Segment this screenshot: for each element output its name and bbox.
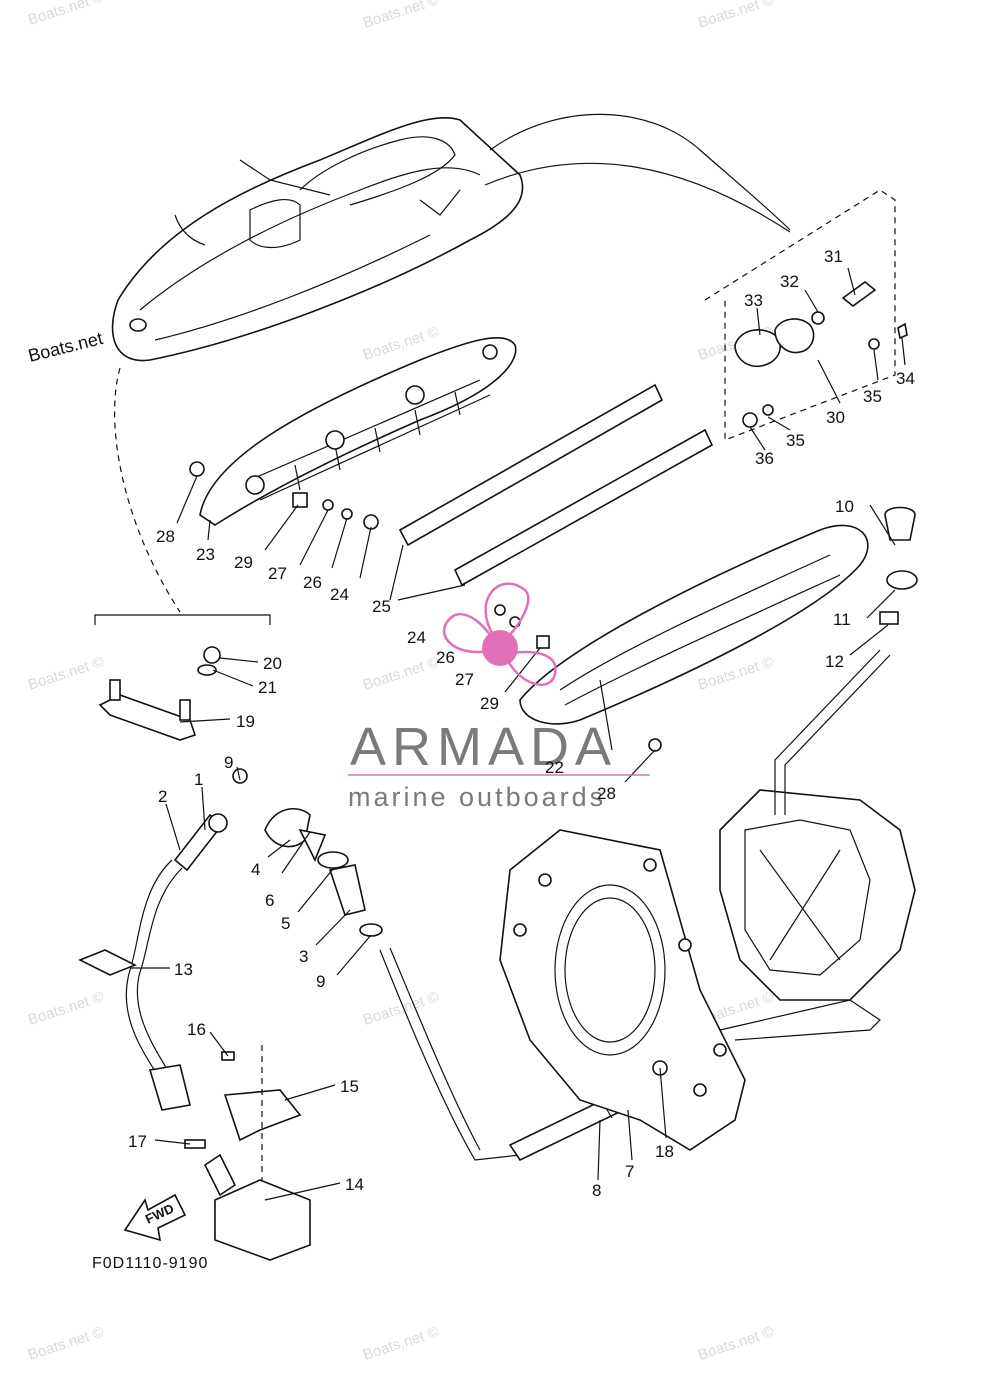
watermark: Boats.net © — [26, 1323, 106, 1363]
group-outline — [704, 189, 896, 441]
logo-name: ARMADA — [350, 717, 617, 777]
armada-logo: ARMADA marine outboards — [348, 582, 650, 812]
callout-label: 2 — [158, 787, 167, 806]
watermark: Boats.net © — [361, 653, 441, 693]
callout-label: 8 — [592, 1181, 601, 1200]
callout-label: 4 — [251, 860, 260, 879]
inlet-pipe — [203, 1153, 237, 1197]
callout-label: 27 — [268, 564, 287, 583]
callout-label: 25 — [372, 597, 391, 616]
callout-label: 6 — [265, 891, 274, 910]
jet-pump-housing — [719, 649, 916, 1041]
callout-label: 23 — [196, 545, 215, 564]
callout-label: 29 — [480, 694, 499, 713]
callout-label: 10 — [835, 497, 854, 516]
logo-tagline: marine outboards — [348, 782, 606, 812]
callout-label: 24 — [330, 585, 349, 604]
nut-20 — [203, 646, 221, 664]
leader-curve — [484, 162, 791, 233]
watermark: Boats.net © — [361, 988, 441, 1028]
callout-label: 27 — [455, 670, 474, 689]
washer-21 — [197, 664, 217, 676]
part-code: F0D1110-9190 — [92, 1255, 208, 1272]
callout-label: 11 — [833, 610, 851, 629]
callout-label: 17 — [128, 1132, 147, 1151]
callout-label: 30 — [826, 408, 845, 427]
group-outline — [94, 614, 271, 625]
callout-label: 35 — [786, 431, 805, 450]
callout-label: 31 — [824, 247, 843, 266]
callout-label: 1 — [194, 770, 203, 789]
callout-label: 21 — [258, 678, 277, 697]
callout-label: 28 — [597, 784, 616, 803]
hoses-left — [78, 768, 521, 1161]
leader-curve — [113, 367, 181, 613]
callout-label: 12 — [825, 652, 844, 671]
water-box-14 — [214, 1179, 311, 1261]
callout-label: 20 — [263, 654, 282, 673]
watermark: Boats.net © — [361, 0, 441, 32]
bracket-stub — [179, 699, 191, 721]
callout-label: 19 — [236, 712, 255, 731]
plate-upper — [398, 383, 664, 547]
callout-label: 3 — [299, 947, 308, 966]
watermark: Boats.net © — [696, 0, 776, 32]
callout-label: 18 — [655, 1142, 674, 1161]
leader-lines — [130, 267, 906, 1201]
watermark: Boats.net © — [696, 1323, 776, 1363]
watermark: Boats.net © — [26, 0, 106, 29]
callout-label: 9 — [316, 972, 325, 991]
bracket-stub — [109, 679, 121, 701]
callout-label: 9 — [224, 753, 233, 772]
callout-label: 26 — [436, 648, 455, 667]
watercraft-illustration — [111, 116, 524, 362]
watermark: Boats.net © — [361, 1323, 441, 1363]
leader-curve — [489, 113, 791, 231]
callout-label: 13 — [174, 960, 193, 979]
callout-label: 15 — [340, 1077, 359, 1096]
callout-label: 26 — [303, 573, 322, 592]
watermark: Boats.net © — [26, 653, 106, 693]
engine-plate — [499, 829, 746, 1151]
watermark: Boats.net © — [26, 988, 106, 1028]
callout-label: 5 — [281, 914, 290, 933]
callout-label: 32 — [780, 272, 799, 291]
propeller-icon — [442, 582, 557, 686]
fwd-arrow: FWD — [123, 1193, 187, 1242]
callout-label: 34 — [896, 369, 915, 388]
callout-label: 35 — [863, 387, 882, 406]
callout-label: 33 — [744, 291, 763, 310]
callout-label: 22 — [545, 758, 564, 777]
callout-label: 14 — [345, 1175, 364, 1194]
callout-label: 28 — [156, 527, 175, 546]
callout-label: 36 — [755, 449, 774, 468]
callout-label: 29 — [234, 553, 253, 572]
sponson-upper — [199, 337, 517, 526]
callout-label: 7 — [625, 1162, 634, 1181]
plate-lower — [453, 428, 714, 587]
callout-label: 24 — [407, 628, 426, 647]
callouts: 1 2 3 4 5 6 7 8 9 9 10 11 12 13 14 15 16… — [128, 247, 915, 1200]
callout-label: 16 — [187, 1020, 206, 1039]
brand-mark: Boats.net — [26, 328, 105, 366]
sponson-lower — [519, 524, 869, 725]
